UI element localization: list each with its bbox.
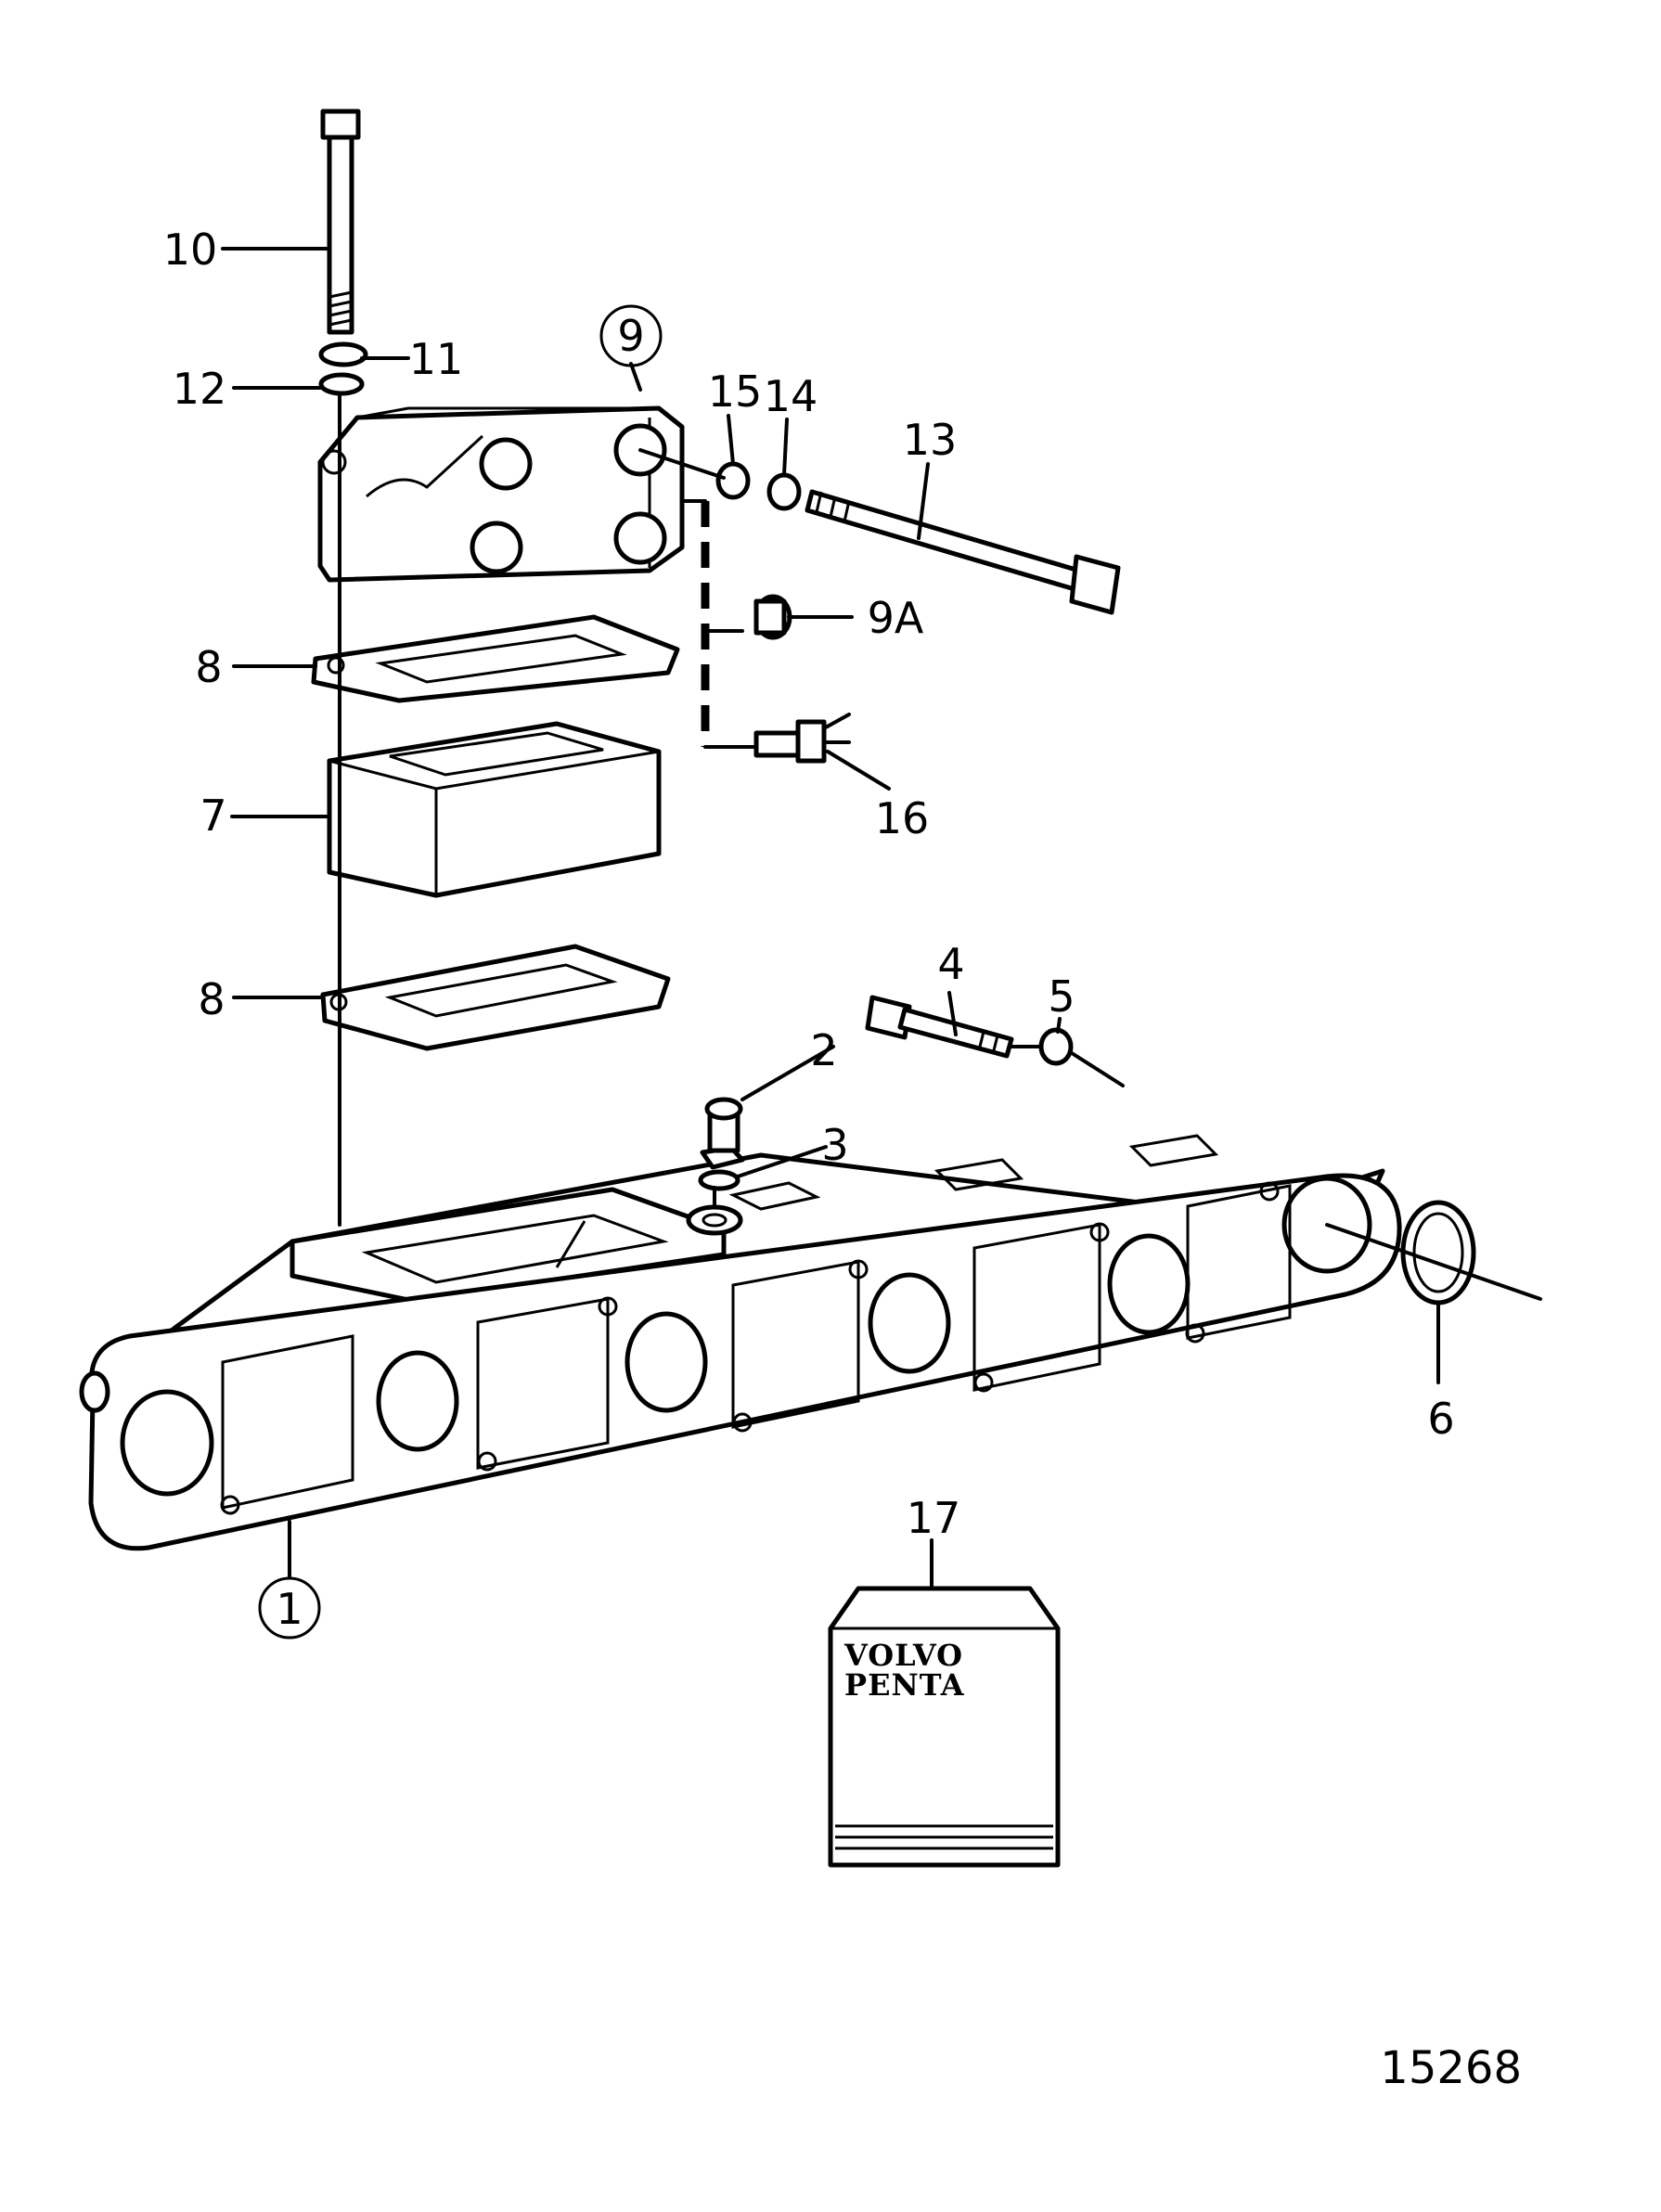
callout-6: 6 [1427, 1394, 1454, 1444]
callout-circle-1 [258, 1576, 321, 1640]
callout-13: 13 [903, 415, 958, 465]
brand-line2: PENTA [844, 1667, 965, 1703]
spacer-block [327, 721, 662, 898]
thermostat-housing [317, 405, 685, 583]
callout-15: 15 [708, 367, 763, 417]
bolt-10 [320, 109, 361, 335]
callout-4: 4 [937, 939, 964, 989]
callout-8-upper: 8 [195, 642, 222, 692]
bolt-13 [805, 489, 1121, 615]
callout-14: 14 [764, 371, 818, 421]
callout-2: 2 [810, 1025, 837, 1075]
washer-14 [766, 472, 802, 511]
bolt-4 [865, 995, 1014, 1059]
callout-9: 9 [617, 311, 644, 361]
callout-16: 16 [875, 793, 930, 843]
gasket-lower [320, 944, 671, 1051]
callout-circle-9 [599, 304, 663, 367]
washer-15 [715, 461, 751, 500]
exhaust-manifold [79, 1134, 1402, 1551]
callout-5: 5 [1048, 971, 1075, 1022]
seal-ring-6 [1400, 1200, 1476, 1305]
callout-3: 3 [821, 1120, 848, 1170]
temperature-sensor-16 [753, 713, 851, 764]
callout-11: 11 [409, 334, 464, 384]
callout-17: 17 [907, 1493, 961, 1543]
washer-11 [318, 341, 368, 367]
washer-3 [698, 1169, 740, 1191]
instruction-manual: VOLVO PENTA [828, 1586, 1061, 1868]
callout-1: 1 [276, 1584, 303, 1634]
washer-5 [1038, 1027, 1074, 1066]
callout-7: 7 [200, 791, 226, 841]
washer-12 [318, 372, 365, 396]
brand-line1: VOLVO [843, 1638, 963, 1673]
callout-8-lower: 8 [198, 974, 225, 1024]
plug-9a [753, 594, 792, 640]
gasket-upper [311, 614, 680, 703]
callout-10: 10 [163, 225, 218, 275]
figure-number: 15268 [1380, 2042, 1522, 2094]
callout-12: 12 [173, 364, 227, 414]
leader-lines [221, 247, 1440, 1590]
drain-plug-2 [700, 1097, 745, 1170]
callout-9a: 9A [868, 593, 924, 643]
